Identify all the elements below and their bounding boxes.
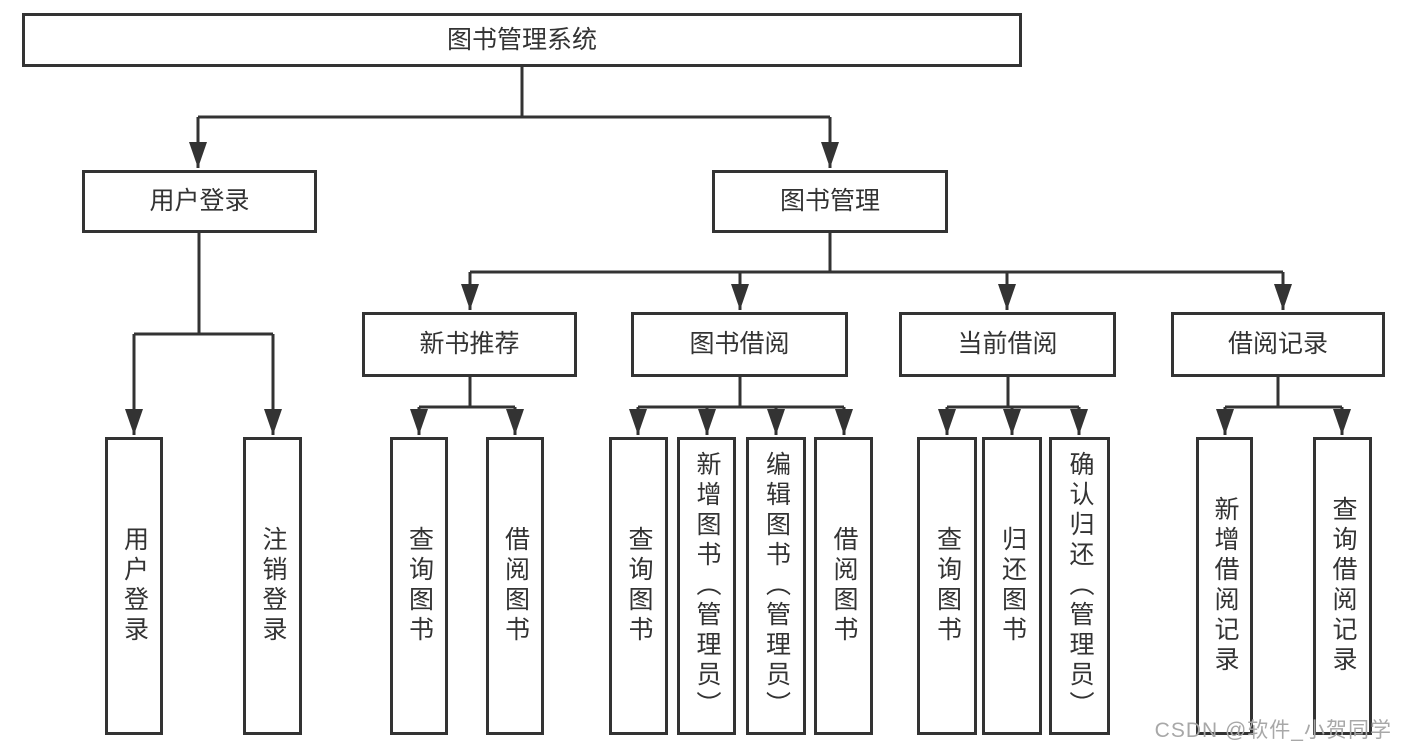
node-current-borrow: 当前借阅 xyxy=(899,312,1116,377)
leaf-borrow-books: 借阅图书 xyxy=(814,437,873,735)
leaf-edit-books-admin: 编辑图书（管理员） xyxy=(746,437,806,735)
leaf-return-books: 归还图书 xyxy=(982,437,1042,735)
leaf-query-books-borrow-label: 查询图书 xyxy=(625,526,653,646)
leaf-add-books-admin: 新增图书（管理员） xyxy=(677,437,736,735)
leaf-return-books-label: 归还图书 xyxy=(998,526,1027,646)
leaf-query-books-borrow: 查询图书 xyxy=(609,437,668,735)
node-new-book-recommend-label: 新书推荐 xyxy=(419,330,520,358)
leaf-confirm-return-admin: 确认归还（管理员） xyxy=(1049,437,1110,735)
node-book-borrow-label: 图书借阅 xyxy=(689,330,790,358)
node-user-login-label: 用户登录 xyxy=(149,187,250,215)
node-user-login: 用户登录 xyxy=(82,170,317,233)
leaf-borrow-books-recommend: 借阅图书 xyxy=(486,437,544,735)
leaf-borrow-books-label: 借阅图书 xyxy=(830,526,858,646)
node-book-borrow: 图书借阅 xyxy=(631,312,848,377)
leaf-logout: 注销登录 xyxy=(243,437,302,735)
node-book-management: 图书管理 xyxy=(712,170,948,233)
leaf-user-login: 用户登录 xyxy=(105,437,163,735)
leaf-logout-label: 注销登录 xyxy=(259,526,287,646)
leaf-add-borrow-record: 新增借阅记录 xyxy=(1196,437,1253,735)
leaf-query-books-current: 查询图书 xyxy=(917,437,977,735)
leaf-confirm-return-admin-label: 确认归还（管理员） xyxy=(1066,451,1094,721)
leaf-borrow-books-recommend-label: 借阅图书 xyxy=(501,526,530,646)
leaf-query-borrow-record: 查询借阅记录 xyxy=(1313,437,1372,735)
csdn-watermark: CSDN @软件_小贺同学 xyxy=(1154,719,1392,742)
node-borrow-records: 借阅记录 xyxy=(1171,312,1385,377)
leaf-query-books-recommend-label: 查询图书 xyxy=(405,526,434,646)
leaf-edit-books-admin-label: 编辑图书（管理员） xyxy=(762,451,791,721)
leaf-user-login-label: 用户登录 xyxy=(120,526,149,646)
node-book-management-label: 图书管理 xyxy=(779,187,880,215)
leaf-add-books-admin-label: 新增图书（管理员） xyxy=(693,451,721,721)
node-current-borrow-label: 当前借阅 xyxy=(957,330,1058,358)
leaf-query-borrow-record-label: 查询借阅记录 xyxy=(1329,496,1357,676)
node-root: 图书管理系统 xyxy=(22,13,1022,67)
node-root-label: 图书管理系统 xyxy=(446,25,597,54)
node-borrow-records-label: 借阅记录 xyxy=(1227,330,1328,358)
node-new-book-recommend: 新书推荐 xyxy=(362,312,577,377)
leaf-query-books-current-label: 查询图书 xyxy=(933,526,962,646)
leaf-query-books-recommend: 查询图书 xyxy=(390,437,448,735)
leaf-add-borrow-record-label: 新增借阅记录 xyxy=(1211,496,1239,676)
